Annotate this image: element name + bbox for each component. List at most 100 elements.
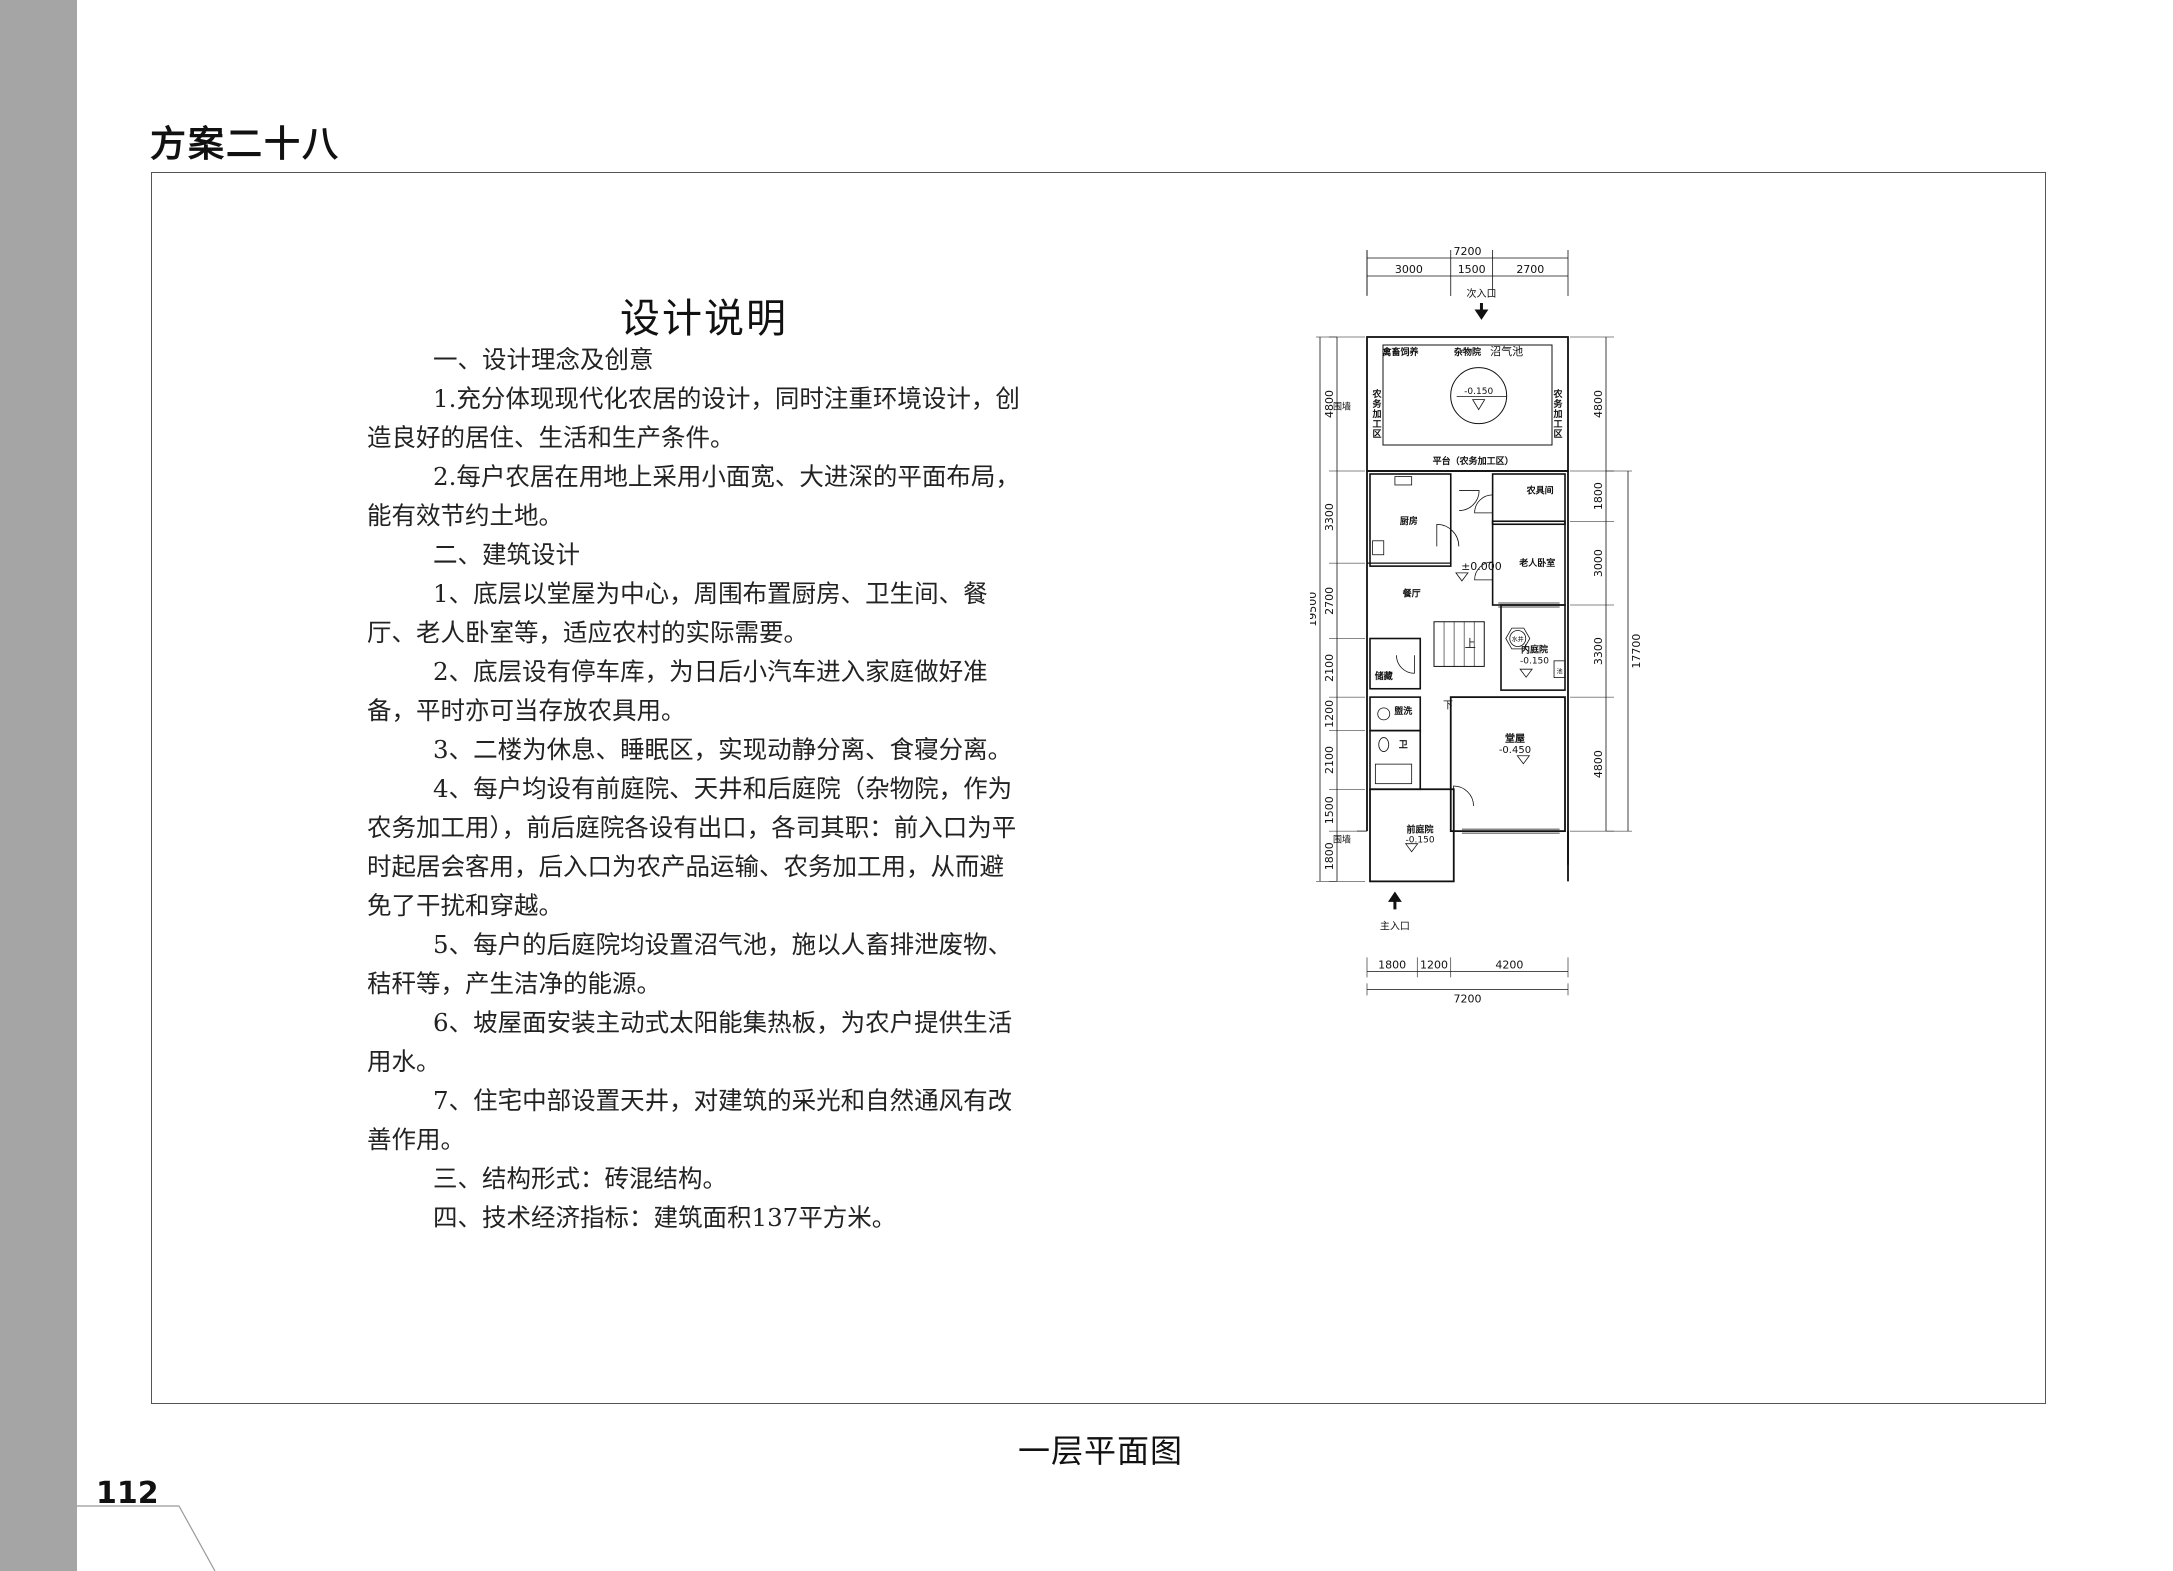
biogas-tank [1450, 367, 1508, 425]
level-marker [1404, 843, 1419, 853]
tools-label: 农具间 [1526, 484, 1554, 496]
toilet-wall [1369, 729, 1422, 791]
description-paragraph: 4、每户均设有前庭院、天井和后庭院（杂物院，作为农务加工用），前后庭院各设有出口… [367, 774, 1017, 920]
section-heading: 二、建筑设计 [433, 540, 580, 569]
hall-level-label: -0.450 [1499, 745, 1531, 756]
tools-wall [1491, 473, 1566, 526]
dim-part-bottom: 4200 [1495, 958, 1523, 971]
main-entry-arrow [1387, 891, 1402, 902]
description-paragraph: 1.充分体现现代化农居的设计，同时注重环境设计，创造良好的居住、生活和生产条件。 [367, 384, 1020, 452]
well-circle [1509, 630, 1527, 647]
yard-level-label: -0.150 [1464, 387, 1493, 397]
scheme-title: 方案二十八 [150, 124, 341, 165]
level-marker [1516, 755, 1531, 765]
page-edge-strip [0, 0, 77, 1571]
page-corner-line [77, 1505, 216, 1571]
hall-wall [1449, 696, 1566, 833]
bathtub [1374, 763, 1413, 785]
yard-inner [1382, 344, 1553, 446]
yard-label: 杂物院 [1454, 346, 1481, 358]
door-swing [1474, 561, 1493, 581]
description-title: 设计说明 [620, 296, 788, 342]
wall-label-top: 围墙 [1333, 401, 1351, 413]
content-frame [151, 172, 2046, 1404]
description-paragraph: 1、底层以堂屋为中心，周围布置厨房、卫生间、餐厅、老人卧室等，适应农村的实际需要… [367, 579, 988, 647]
dim-part-right: 4800 [1592, 750, 1605, 778]
sink [1372, 540, 1385, 556]
dining-label: 餐厅 [1402, 588, 1421, 600]
wash-label: 盥洗 [1394, 705, 1412, 717]
biogas-label: 沼气池 [1490, 344, 1523, 358]
stair-up-label: 上 [1465, 637, 1476, 650]
wall-label-bottom: 围墙 [1333, 833, 1351, 845]
well-hexagon [1505, 627, 1531, 650]
dim-total-right: 17700 [1630, 634, 1643, 669]
section-heading: 三、结构形式：砖混结构。 [433, 1164, 727, 1193]
toilet-label: 卫 [1399, 739, 1408, 750]
level-marker [1455, 572, 1469, 582]
dim-part-right: 4800 [1592, 390, 1605, 418]
dim-part-left: 4800 [1323, 390, 1336, 418]
inner-court-level-label: -0.150 [1520, 657, 1549, 667]
inner-court-label: 内庭院 [1521, 643, 1548, 655]
stove [1394, 476, 1413, 486]
platform-label: 平台（农务加工区） [1433, 455, 1514, 467]
fixture-label: 池 [1557, 667, 1563, 675]
front-court-level-label: -0.150 [1406, 835, 1435, 845]
inner-court-wall [1500, 604, 1566, 691]
dim-part-right: 3300 [1592, 637, 1605, 665]
level-marker [1471, 399, 1486, 411]
kitchen-label: 厨房 [1400, 515, 1418, 527]
storage-wall [1369, 637, 1422, 690]
description-paragraph: 2、底层设有停车库，为日后小汽车进入家庭做好准备，平时亦可当存放农具用。 [367, 657, 988, 725]
dim-part-left: 1500 [1323, 796, 1336, 824]
processing-left-label: 农务加工区 [1371, 388, 1382, 440]
page-number: 112 [96, 1476, 159, 1511]
kitchen-door [1436, 523, 1460, 547]
description-paragraph: 2.每户农居在用地上采用小面宽、大进深的平面布局，能有效节约土地。 [367, 462, 1020, 530]
dim-part-left: 2100 [1323, 654, 1336, 682]
level-marker [1519, 668, 1533, 678]
door-swing [1474, 494, 1493, 514]
floor-plan: 7200 3000 1500 2700 水井池 次入口禽畜饲养 杂物院沼气池 -0.150 平台… [1310, 245, 1643, 1005]
secondary-entry-label: 次入口 [1466, 287, 1496, 300]
dining-level-label: ±0.000 [1461, 560, 1502, 573]
dim-part-left: 2100 [1323, 746, 1336, 774]
kitchen-wall [1369, 473, 1452, 567]
description-text: 一、设计理念及创意 1.充分体现现代化农居的设计，同时注重环境设计，创造良好的居住… [367, 340, 1027, 1237]
toilet-bowl [1378, 737, 1390, 752]
storage-label: 储藏 [1375, 670, 1393, 682]
plan-caption: 一层平面图 [1018, 1432, 1184, 1470]
main-entry-label: 主入口 [1380, 920, 1410, 932]
door-swing [1453, 785, 1474, 807]
section-heading: 四、技术经济指标：建筑面积137平方米。 [433, 1203, 897, 1232]
dim-part-left: 2700 [1323, 587, 1336, 615]
dim-total-bottom: 7200 [1454, 992, 1482, 1005]
dim-part-left: 3300 [1323, 503, 1336, 531]
description-paragraph: 7、住宅中部设置天井，对建筑的采光和自然通风有改善作用。 [367, 1086, 1013, 1154]
door-swing [1459, 490, 1480, 511]
court-fixture [1553, 660, 1566, 678]
washbasin [1377, 707, 1391, 721]
well-label: 水井 [1512, 636, 1524, 644]
description-paragraph: 3、二楼为休息、睡眠区，实现动静分离、食寝分离。 [433, 735, 1013, 764]
dim-total-left: 19500 [1310, 592, 1319, 627]
dim-part-right: 1800 [1592, 482, 1605, 510]
processing-right-label: 农务加工区 [1552, 388, 1563, 440]
door-swing [1396, 655, 1415, 674]
secondary-entry-arrow [1474, 309, 1489, 320]
front-court-label: 前庭院 [1407, 824, 1434, 836]
description-paragraph: 6、坡屋面安装主动式太阳能集热板，为农户提供生活用水。 [367, 1008, 1013, 1076]
section-heading: 一、设计理念及创意 [433, 345, 654, 374]
dim-part-left: 1800 [1323, 842, 1336, 870]
description-paragraph: 5、每户的后庭院均设置沼气池，施以人畜排泄废物、秸秆等，产生洁净的能源。 [367, 930, 1013, 998]
livestock-label: 禽畜饲养 [1381, 346, 1418, 358]
front-court-wall [1369, 788, 1455, 883]
stair [1433, 621, 1485, 667]
dim-part-bottom: 1200 [1420, 958, 1448, 971]
dim-part-right: 3000 [1592, 549, 1605, 577]
dim-part-top: 2700 [1516, 263, 1544, 276]
dim-part-bottom: 1800 [1378, 958, 1406, 971]
dim-part-left: 1200 [1323, 700, 1336, 728]
dim-total-top: 7200 [1454, 245, 1482, 258]
